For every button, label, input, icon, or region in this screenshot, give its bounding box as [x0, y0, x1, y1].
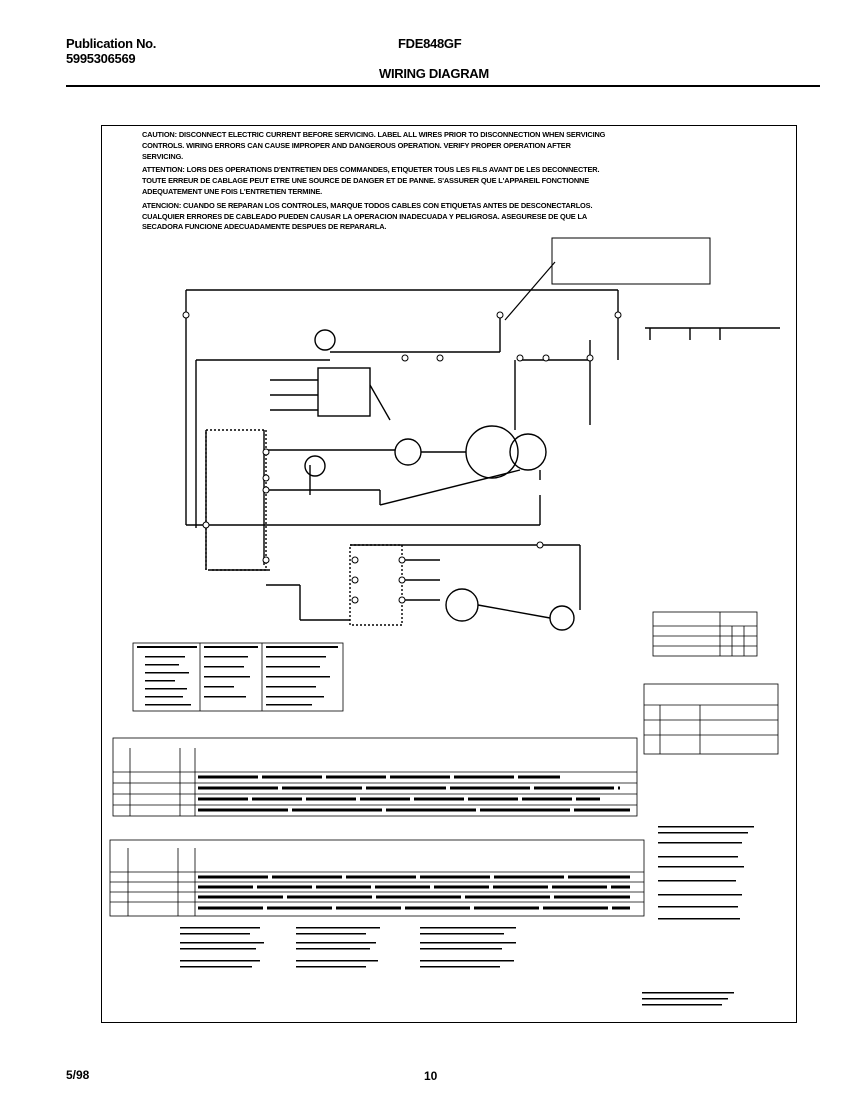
- footer-page-number: 10: [424, 1069, 438, 1083]
- publication-label: Publication No.: [66, 36, 157, 51]
- caution-french: ATTENTION: LORS DES OPERATIONS D'ENTRETI…: [142, 165, 600, 196]
- caution-spanish: ATENCION: CUANDO SE REPARAN LOS CONTROLE…: [142, 200, 593, 232]
- footer-date: 5/98: [66, 1068, 90, 1082]
- header-rule: [66, 85, 820, 87]
- publication-number: 5995306569: [66, 51, 136, 66]
- model-number: FDE848GF: [398, 36, 462, 51]
- caution-block: CAUTION: DISCONNECT ELECTRIC CURRENT BEF…: [142, 130, 612, 236]
- caution-english: CAUTION: DISCONNECT ELECTRIC CURRENT BEF…: [142, 130, 606, 161]
- page-title: WIRING DIAGRAM: [379, 66, 489, 81]
- diagram-frame: [101, 125, 797, 1023]
